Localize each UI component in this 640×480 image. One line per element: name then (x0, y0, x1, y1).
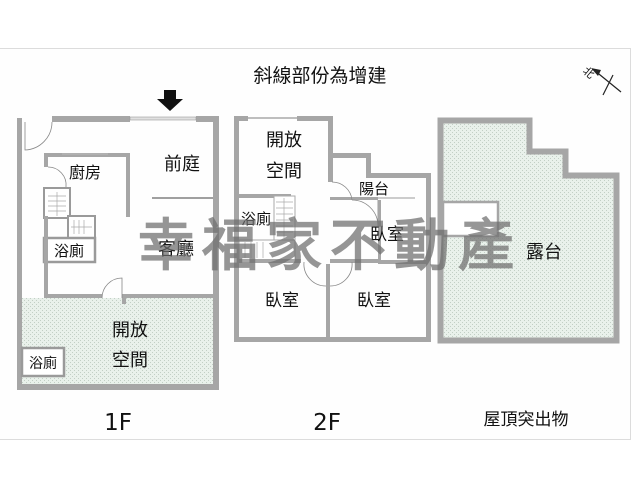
room-open-space-1f-l2: 空間 (112, 350, 148, 371)
terrace-area (443, 123, 614, 338)
floor-2f: 開放 空間 陽台 浴廁 臥室 臥室 臥室 (234, 116, 431, 342)
room-open-space-1f-l1: 開放 (112, 320, 148, 341)
room-living-1f: 客廳 (158, 239, 194, 260)
room-open-space-2f-l1: 開放 (266, 130, 302, 151)
room-ext-bathroom-1f: 浴廁 (29, 355, 57, 372)
floor-label-1f: 1F (104, 410, 132, 436)
floor-label-roof: 屋頂突出物 (484, 410, 569, 430)
room-kitchen-1f: 廚房 (69, 163, 101, 182)
floor-roof: 露台 (437, 117, 620, 344)
watermark: 幸福家不動產 (138, 214, 522, 279)
door-swing (24, 121, 53, 151)
room-terrace-roof: 露台 (526, 242, 562, 263)
room-front-yard-1f: 前庭 (164, 154, 200, 175)
north-arrow-icon: 北 (580, 64, 622, 96)
entrance-arrow-icon (157, 90, 183, 111)
room-open-space-2f-l2: 空間 (266, 161, 302, 182)
room-bedroom-2f-b: 臥室 (265, 291, 299, 311)
floor-1f: 廚房 前庭 浴廁 客廳 開放 空間 浴廁 (17, 116, 219, 390)
plan-title: 斜線部份為增建 (253, 65, 386, 87)
room-bedroom-2f-a: 臥室 (370, 225, 404, 245)
north-label: 北 (580, 64, 597, 81)
room-bathroom-2f: 浴廁 (241, 210, 271, 228)
room-bathroom-1f: 浴廁 (54, 242, 84, 260)
floor-label-2f: 2F (313, 410, 341, 436)
room-bedroom-2f-c: 臥室 (357, 291, 391, 311)
entrance-door (129, 116, 197, 121)
room-balcony-2f: 陽台 (359, 180, 389, 198)
